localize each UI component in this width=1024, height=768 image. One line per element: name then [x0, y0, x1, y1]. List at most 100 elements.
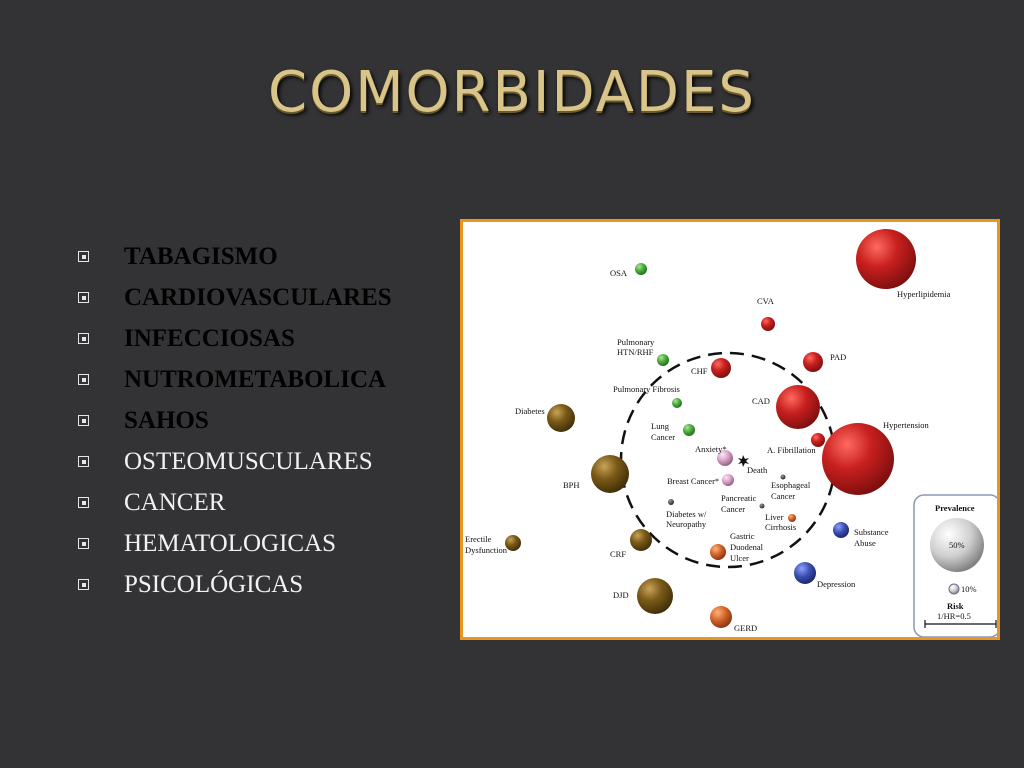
label-osa: OSA [610, 268, 628, 278]
list-item: NUTROMETABOLICA [78, 359, 392, 400]
legend-risk-value: 1/HR=0.5 [937, 611, 971, 621]
list-item-label: CARDIOVASCULARES [124, 283, 392, 311]
death-star-icon [738, 455, 749, 467]
label-diabetes: Diabetes [515, 406, 545, 416]
label-gastric-line1: Gastric [730, 531, 755, 541]
list-item: TABAGISMO [78, 236, 392, 277]
bubble-bph [591, 455, 629, 493]
label-erectile-line1: Erectile [465, 534, 492, 544]
label-anxiety: Anxiety* [695, 444, 727, 454]
label-liver-line2: Cirrhosis [765, 522, 796, 532]
label-pulmonary-htn-line2: HTN/RHF [617, 347, 654, 357]
bubble-depression [794, 562, 816, 584]
bubble-gerd [710, 606, 732, 628]
label-a-fibrillation: A. Fibrillation [767, 445, 816, 455]
bubble-a-fibrillation [811, 433, 825, 447]
square-bullet-icon [78, 251, 89, 262]
bubble-chf [711, 358, 731, 378]
square-bullet-icon [78, 497, 89, 508]
bubble-gastric-ulcer [710, 544, 726, 560]
list-item: OSTEOMUSCULARES [78, 441, 392, 482]
bubble-cva [761, 317, 775, 331]
legend: Prevalence 50% 10% Risk 1/HR=0.5 [913, 494, 997, 637]
bubble-hyperlipidemia [856, 229, 916, 289]
list-item: CANCER [78, 482, 392, 523]
list-item-label: PSICOLÓGICAS [124, 570, 304, 598]
bubble-pulmonary-htn [657, 354, 669, 366]
label-substance-line2: Abuse [854, 538, 876, 548]
bubble-diabetes [547, 404, 575, 432]
label-hypertension: Hypertension [883, 420, 930, 430]
label-liver-line1: Liver [765, 512, 784, 522]
bubble-erectile-dysfunction [505, 535, 521, 551]
label-lung-cancer-line1: Lung [651, 421, 670, 431]
list-item: PSICOLÓGICAS [78, 564, 392, 605]
label-substance-line1: Substance [854, 527, 889, 537]
label-esophageal-line2: Cancer [771, 491, 795, 501]
label-gastric-line3: Ulcer [730, 553, 749, 563]
bubble-crf [630, 529, 652, 551]
list-item-label: NUTROMETABOLICA [124, 365, 387, 393]
label-hyperlipidemia: Hyperlipidemia [897, 289, 951, 299]
label-death: Death [747, 465, 768, 475]
label-gerd: GERD [734, 623, 757, 633]
list-item-label: TABAGISMO [124, 242, 278, 270]
list-item: HEMATOLOGICAS [78, 523, 392, 564]
bubble-breast-cancer [722, 474, 734, 486]
label-cad: CAD [752, 396, 770, 406]
square-bullet-icon [78, 333, 89, 344]
label-chf: CHF [691, 366, 708, 376]
list-item-label: INFECCIOSAS [124, 324, 295, 352]
bubble-esophageal-cancer [780, 474, 786, 480]
label-pancreatic-line2: Cancer [721, 504, 745, 514]
label-diabetes-neuropathy-line1: Diabetes w/ [666, 509, 707, 519]
bubble-osa [635, 263, 647, 275]
bubble-diabetes-neuropathy [668, 499, 674, 505]
label-pulmonary-fibrosis: Pulmonary Fibrosis [613, 384, 680, 394]
label-erectile-line2: Dysfunction [465, 545, 508, 555]
label-esophageal-line1: Esophageal [771, 480, 811, 490]
bubble-lung-cancer [683, 424, 695, 436]
legend-bubble-large [930, 518, 984, 572]
square-bullet-icon [78, 415, 89, 426]
list-item-label: HEMATOLOGICAS [124, 529, 337, 557]
square-bullet-icon [78, 538, 89, 549]
square-bullet-icon [78, 456, 89, 467]
list-item-label: SAHOS [124, 406, 209, 434]
label-depression: Depression [817, 579, 856, 589]
legend-prevalence-small: 10% [961, 584, 977, 594]
bubble-pad [803, 352, 823, 372]
label-bph: BPH [563, 480, 580, 490]
label-pancreatic-line1: Pancreatic [721, 493, 757, 503]
slide-title: COMORBIDADES [268, 60, 756, 125]
square-bullet-icon [78, 374, 89, 385]
list-item: SAHOS [78, 400, 392, 441]
bubble-pulmonary-fibrosis [672, 398, 682, 408]
label-cva: CVA [757, 296, 775, 306]
bubble-substance-abuse [833, 522, 849, 538]
bubble-hypertension [822, 423, 894, 495]
list-item: CARDIOVASCULARES [78, 277, 392, 318]
label-diabetes-neuropathy-line2: Neuropathy [666, 519, 707, 529]
label-pad: PAD [830, 352, 846, 362]
label-crf: CRF [610, 549, 626, 559]
list-item: INFECCIOSAS [78, 318, 392, 359]
legend-prevalence-large: 50% [949, 540, 965, 550]
bubble-anxiety [717, 450, 733, 466]
legend-bubble-small [948, 583, 960, 595]
bubble-djd [637, 578, 673, 614]
label-lung-cancer-line2: Cancer [651, 432, 675, 442]
list-item-label: CANCER [124, 488, 226, 516]
bubble-pancreatic-cancer [759, 503, 765, 509]
label-djd: DJD [613, 590, 629, 600]
square-bullet-icon [78, 292, 89, 303]
comorbidity-list: TABAGISMO CARDIOVASCULARES INFECCIOSAS N… [78, 236, 392, 605]
bubble-cad [776, 385, 820, 429]
label-pulmonary-htn-line1: Pulmonary [617, 337, 655, 347]
comorbidity-bubble-diagram: Hyperlipidemia CVA CHF PAD CAD A. Fibril… [460, 219, 1000, 640]
bubble-diagram-svg: Hyperlipidemia CVA CHF PAD CAD A. Fibril… [465, 229, 997, 637]
legend-prevalence-label: Prevalence [935, 503, 975, 513]
bubble-liver-cirrhosis [788, 514, 796, 522]
label-breast-cancer: Breast Cancer* [667, 476, 719, 486]
square-bullet-icon [78, 579, 89, 590]
